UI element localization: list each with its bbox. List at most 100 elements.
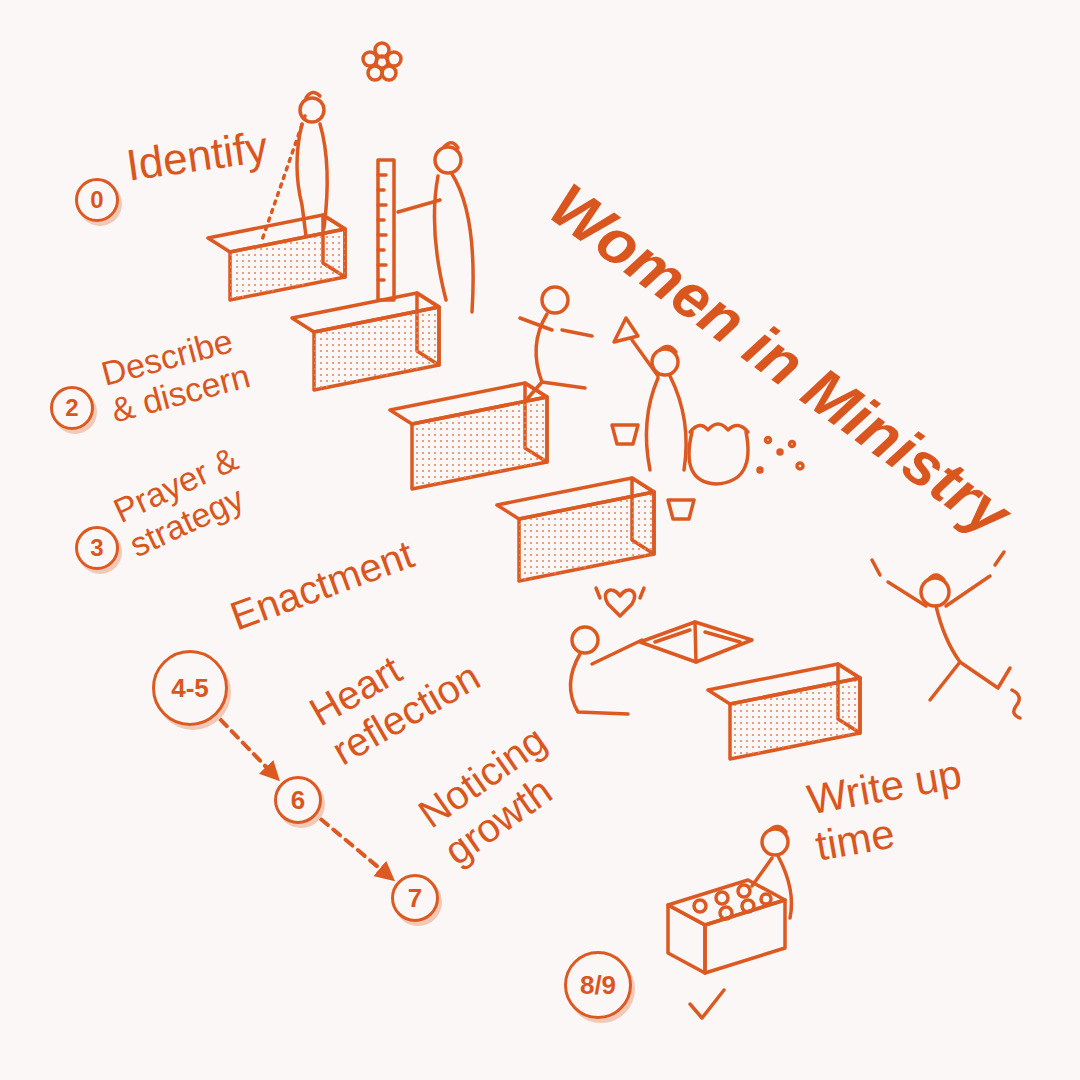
step-circle: 4-5Enactment [152, 650, 228, 726]
praying-figure [562, 330, 592, 336]
planting-figure [689, 432, 748, 484]
seedling-pot [612, 425, 638, 444]
crate [720, 907, 732, 919]
step-number: 7 [408, 885, 422, 911]
writing-figure [752, 858, 772, 886]
measuring-figure [434, 176, 446, 300]
planting-figure [660, 346, 676, 352]
title: Women in Ministry [537, 171, 1022, 549]
measuring-figure [452, 174, 473, 312]
crate [705, 900, 785, 973]
writing-figure [778, 856, 792, 918]
planting-figure [690, 424, 748, 432]
crate [716, 892, 728, 904]
jumping-figure [888, 582, 926, 606]
praying-figure [520, 287, 592, 398]
crate [742, 900, 754, 912]
reading-figure [570, 588, 752, 714]
jumping-figure [936, 606, 960, 662]
seedling-pot [668, 500, 694, 519]
identify-figure [297, 124, 306, 236]
reading-figure [570, 654, 628, 714]
identify-figure [363, 52, 377, 66]
crate [668, 880, 785, 925]
jumping-figure [928, 575, 944, 580]
seedling-pot [612, 425, 694, 519]
step-number: 2 [65, 396, 78, 420]
planting-figure [670, 376, 686, 470]
step-circle: 3Prayer & strategy [75, 526, 119, 570]
planting-figure [790, 442, 795, 447]
praying-figure [542, 287, 568, 313]
identify-figure [262, 116, 305, 240]
brick [497, 478, 654, 581]
crate [690, 990, 724, 1018]
identify-figure [320, 124, 327, 228]
step-label: Describe & discern [95, 316, 263, 429]
measuring-figure [444, 143, 458, 148]
brick [708, 664, 860, 704]
brick [390, 383, 547, 489]
step-label: Identify [121, 121, 272, 190]
reading-figure [655, 622, 740, 662]
crate [761, 894, 771, 904]
planting-figure [646, 378, 658, 470]
identify-figure [262, 43, 401, 240]
jumping-figure [930, 662, 960, 700]
praying-figure [520, 318, 552, 330]
planting-figure [632, 340, 658, 376]
jumping-figure [872, 552, 1020, 718]
jumping-figure [946, 576, 990, 606]
step-circle: 0Identify [75, 178, 119, 222]
planting-figure [797, 463, 803, 469]
jumping-figure [921, 578, 949, 606]
step-number: 8/9 [580, 972, 616, 998]
brick [390, 383, 547, 424]
identify-figure [306, 92, 320, 98]
planting-figure [614, 318, 638, 342]
step-number: 3 [90, 536, 103, 560]
writing-figure [752, 826, 792, 918]
step-circle: 2Describe & discern [50, 386, 94, 430]
identify-figure [368, 66, 382, 80]
step-circle: 7Noticing growth [391, 874, 439, 922]
reading-figure [640, 622, 752, 662]
step-circle: 6Heart reflection [274, 776, 322, 824]
step-number: 0 [90, 188, 103, 212]
praying-figure [528, 382, 542, 398]
jumping-figure [872, 552, 1004, 575]
flow-arrow [221, 720, 273, 774]
reading-figure [596, 588, 644, 598]
step-circle: 8/9Write up time [564, 951, 632, 1019]
writing-figure [762, 829, 788, 855]
measuring-figure [435, 147, 461, 173]
brick [292, 293, 439, 332]
measuring-figure [378, 160, 394, 300]
step-label: Write up time [801, 742, 1018, 870]
jumping-figure [960, 662, 1010, 688]
planting-figure [778, 450, 782, 454]
reading-figure [592, 640, 642, 664]
flow-arrow [321, 819, 387, 875]
planting-figure [758, 468, 762, 472]
step-number: 6 [291, 787, 305, 813]
crate [694, 900, 706, 912]
crate [738, 885, 750, 897]
reading-figure [572, 627, 598, 653]
step-label: Prayer & strategy [105, 431, 277, 565]
brick [292, 293, 439, 390]
step-label: Enactment [222, 530, 421, 639]
measuring-figure [378, 143, 473, 312]
brick [708, 664, 860, 759]
jumping-figure [1012, 690, 1020, 718]
step-number: 4-5 [171, 675, 209, 701]
crate [668, 880, 785, 1018]
brick [497, 478, 654, 519]
measuring-figure [398, 200, 440, 212]
identify-figure [382, 66, 396, 80]
identify-figure [387, 52, 401, 66]
reading-figure [605, 590, 634, 616]
measuring-figure [378, 175, 386, 280]
writing-figure [770, 826, 786, 832]
